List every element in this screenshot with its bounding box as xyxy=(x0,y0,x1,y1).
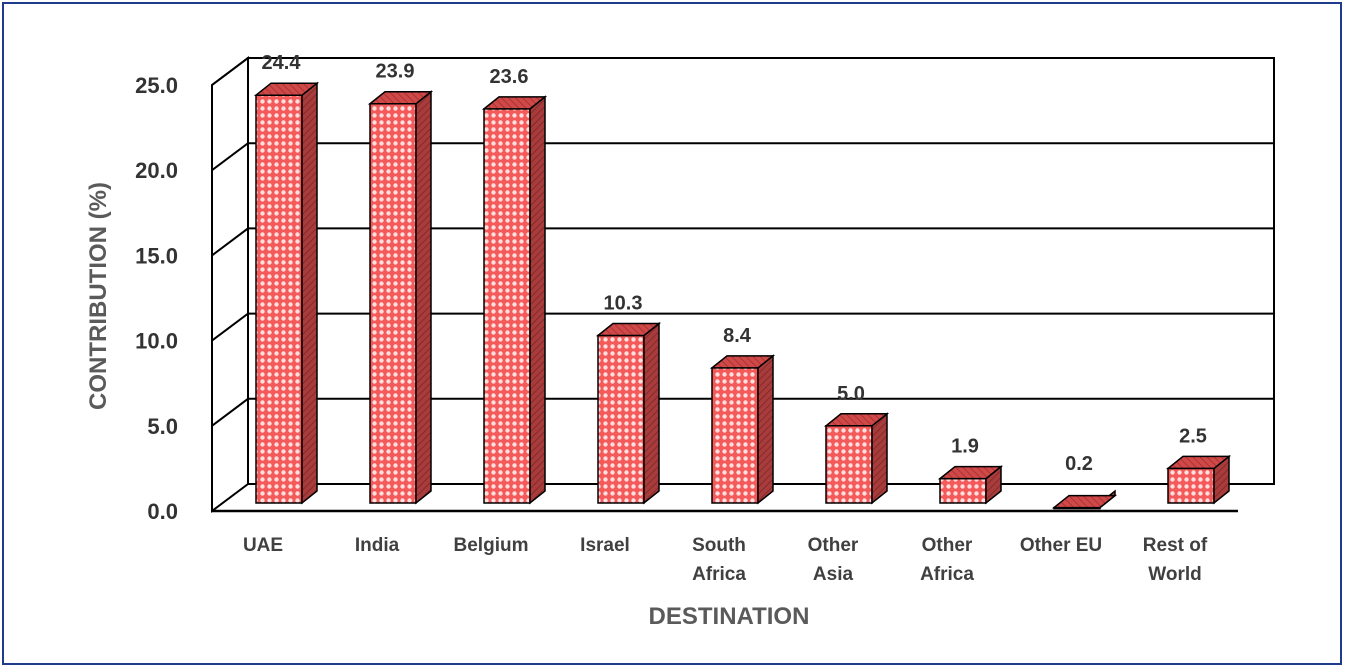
x-tick-label: UAE xyxy=(243,535,283,556)
bar-top xyxy=(1165,455,1232,470)
bar xyxy=(253,81,320,505)
bar-top xyxy=(595,322,662,337)
bar-front xyxy=(825,425,873,504)
y-tick-label: 5.0 xyxy=(147,414,178,439)
bar xyxy=(1165,454,1232,505)
y-tick-label: 25.0 xyxy=(135,73,178,98)
bar xyxy=(481,95,548,505)
y-tick-label: 0.0 xyxy=(147,499,178,524)
y-tick-label: 10.0 xyxy=(135,329,178,354)
x-tick-label: Other EU xyxy=(1020,535,1102,556)
bar-side xyxy=(871,412,888,505)
bar-front xyxy=(597,334,645,504)
y-axis-title: CONTRIBUTION (%) xyxy=(85,182,112,410)
gridline xyxy=(211,57,1274,86)
bar-side xyxy=(643,321,660,505)
bar xyxy=(823,412,890,505)
bar xyxy=(709,354,776,505)
bar-front xyxy=(939,477,987,504)
data-label: 0.2 xyxy=(1065,453,1093,475)
data-labels: 24.4 23.9 23.6 10.3 8.4 5.0 1.9 0.2 2.5 xyxy=(262,52,1207,475)
bar-top xyxy=(367,90,434,105)
side-wall xyxy=(211,56,249,513)
gridlines xyxy=(211,56,1275,513)
bar-front xyxy=(483,108,531,504)
x-tick-label: Israel xyxy=(580,535,630,556)
bar-side xyxy=(757,354,774,505)
y-tick-label: 15.0 xyxy=(135,243,178,268)
gridline xyxy=(211,397,1274,427)
bar-top xyxy=(823,413,890,427)
bar-side xyxy=(415,90,432,505)
bar-top xyxy=(253,82,320,96)
data-label: 23.9 xyxy=(376,61,415,83)
x-tick-label: Belgium xyxy=(454,535,529,556)
bar-front xyxy=(255,94,303,504)
data-label: 1.9 xyxy=(951,436,979,458)
data-label: 24.4 xyxy=(262,52,302,74)
bar-front xyxy=(1167,467,1215,504)
bar-side xyxy=(529,95,546,505)
y-tick-label: 20.0 xyxy=(135,158,178,183)
data-label: 8.4 xyxy=(723,325,752,347)
bar-top xyxy=(709,355,776,369)
gridline xyxy=(211,312,1274,342)
x-axis-title: DESTINATION xyxy=(649,603,810,630)
data-label: 2.5 xyxy=(1179,425,1207,447)
bar xyxy=(367,90,434,505)
bar-top xyxy=(481,96,548,110)
x-tick-label: India xyxy=(355,535,400,556)
gridline xyxy=(211,227,1274,257)
gridline xyxy=(211,142,1274,171)
bar-front xyxy=(369,102,417,504)
data-label: 10.3 xyxy=(604,292,643,314)
bar-top xyxy=(937,465,1004,480)
bar xyxy=(595,321,662,505)
bar-front xyxy=(711,367,759,504)
bar xyxy=(1051,489,1118,510)
bars xyxy=(253,81,1232,510)
data-label: 5.0 xyxy=(837,383,865,405)
data-label: 23.6 xyxy=(490,66,529,88)
y-tick-labels: 0.0 5.0 10.0 15.0 20.0 25.0 xyxy=(135,73,178,524)
bar-side xyxy=(301,81,318,505)
bar-top xyxy=(1051,494,1118,509)
bar xyxy=(937,465,1004,505)
